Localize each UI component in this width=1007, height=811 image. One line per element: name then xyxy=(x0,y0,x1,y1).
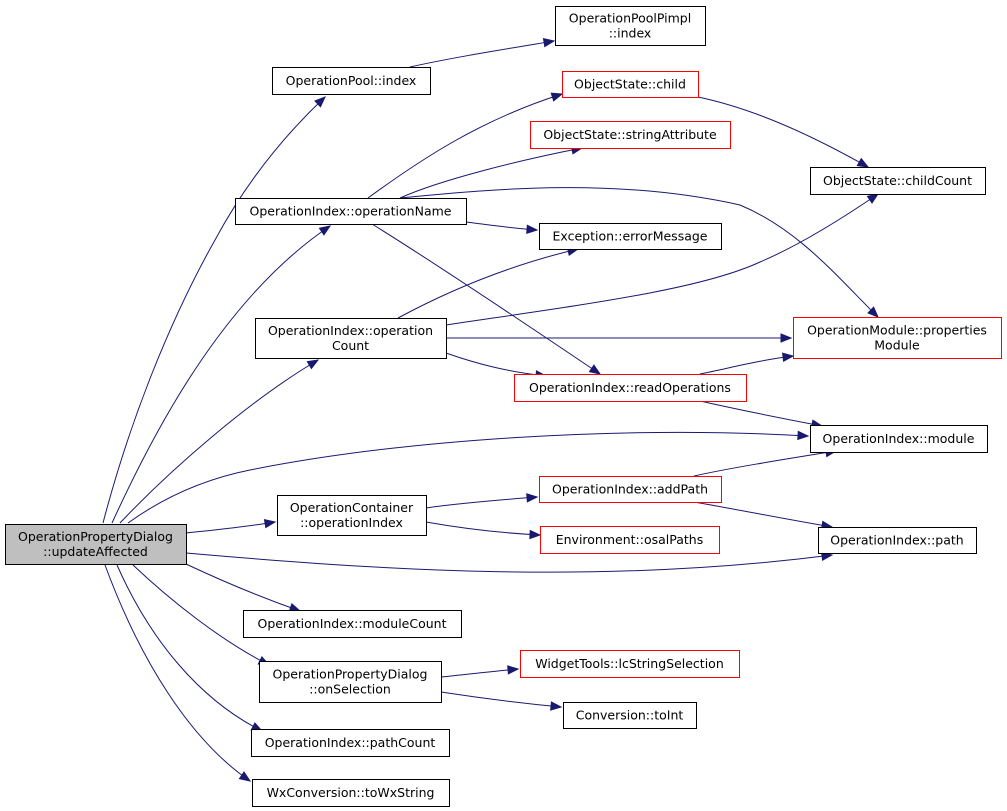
node-oi_path[interactable]: OperationIndex::path xyxy=(818,527,977,554)
node-label: ::operationIndex xyxy=(300,515,403,530)
node-label: OperationModule::properties xyxy=(807,323,987,338)
node-conv_toint[interactable]: Conversion::toInt xyxy=(563,702,697,729)
node-exc_errmsg[interactable]: Exception::errorMessage xyxy=(539,223,722,250)
node-label: OperationIndex::moduleCount xyxy=(257,616,446,631)
edge-opd_onsel-to-conv_toint xyxy=(440,691,563,711)
node-root[interactable]: OperationPropertyDialog::updateAffected xyxy=(5,524,187,565)
edge-oi_addpath-to-oi_path xyxy=(693,501,834,530)
node-env_osal[interactable]: Environment::osalPaths xyxy=(540,526,720,554)
node-label: OperationIndex::module xyxy=(823,431,975,446)
edge-oi_readops-to-oi_module xyxy=(699,400,824,429)
node-oc_opindex[interactable]: OperationContainer::operationIndex xyxy=(277,495,427,536)
node-pool_index[interactable]: OperationPool::index xyxy=(272,67,431,95)
edge-oi_opname-to-os_child xyxy=(367,92,564,199)
node-os_child[interactable]: ObjectState::child xyxy=(562,71,699,98)
node-label: Exception::errorMessage xyxy=(553,229,708,244)
edge-root-to-oc_opindex xyxy=(185,519,277,534)
node-wx_towx[interactable]: WxConversion::toWxString xyxy=(252,779,450,807)
edge-root-to-oi_path xyxy=(185,551,834,573)
node-label: ::onSelection xyxy=(309,682,391,697)
edge-os_child-to-os_childcount xyxy=(697,96,870,168)
edge-oi_opname-to-exc_errmsg xyxy=(465,221,539,234)
node-os_strattr[interactable]: ObjectState::stringAttribute xyxy=(530,121,731,149)
edge-root-to-pool_index xyxy=(102,96,326,524)
node-label: OperationPoolPimpl xyxy=(569,11,691,26)
node-label: OperationIndex::path xyxy=(830,533,963,548)
node-label: Module xyxy=(874,338,920,353)
node-label: ObjectState::child xyxy=(574,77,686,92)
edge-oi_readops-to-om_propmod xyxy=(699,352,795,375)
node-oi_addpath[interactable]: OperationIndex::addPath xyxy=(539,476,722,503)
edge-oi_opname-to-oi_readops xyxy=(371,223,602,375)
node-label: OperationIndex::operation xyxy=(268,323,433,338)
node-label: OperationPool::index xyxy=(286,73,417,88)
edge-oi_opcount-to-os_childcount xyxy=(445,193,880,326)
edge-pool_index-to-pimpl_index xyxy=(409,38,556,68)
node-label: WidgetTools::lcStringSelection xyxy=(535,656,724,671)
edge-root-to-wx_towx xyxy=(104,564,252,782)
node-label: OperationIndex::operationName xyxy=(250,204,452,219)
node-os_childcount[interactable]: ObjectState::childCount xyxy=(810,167,986,195)
node-oi_module[interactable]: OperationIndex::module xyxy=(810,425,988,453)
edge-root-to-oi_modcount xyxy=(185,563,302,613)
node-label: OperationIndex::addPath xyxy=(552,482,708,497)
node-oi_readops[interactable]: OperationIndex::readOperations xyxy=(514,374,747,402)
node-label: OperationPropertyDialog xyxy=(18,529,173,544)
edge-oc_opindex-to-env_osal xyxy=(425,521,542,540)
node-oi_opname[interactable]: OperationIndex::operationName xyxy=(235,198,467,225)
edge-oi_opname-to-om_propmod xyxy=(399,187,879,318)
edge-opd_onsel-to-wt_lcstr xyxy=(440,665,520,678)
edge-root-to-oi_opname xyxy=(111,225,332,524)
node-label: OperationPropertyDialog xyxy=(273,667,428,682)
node-opd_onsel[interactable]: OperationPropertyDialog::onSelection xyxy=(259,661,442,703)
node-oi_pathcount[interactable]: OperationIndex::pathCount xyxy=(251,729,450,757)
edge-root-to-oi_pathcount xyxy=(116,564,264,732)
node-label: OperationIndex::readOperations xyxy=(529,380,731,395)
node-label: ObjectState::childCount xyxy=(823,173,972,188)
node-label: Environment::osalPaths xyxy=(556,532,704,547)
node-label: ::index xyxy=(609,26,652,41)
node-oi_modcount[interactable]: OperationIndex::moduleCount xyxy=(243,610,462,638)
node-label: Conversion::toInt xyxy=(576,708,684,723)
edge-oc_opindex-to-oi_addpath xyxy=(425,493,539,509)
node-label: ObjectState::stringAttribute xyxy=(543,127,717,142)
node-label: OperationContainer xyxy=(290,500,414,515)
node-label: ::updateAffected xyxy=(43,544,148,559)
nodes-layer: OperationPropertyDialog::updateAffectedO… xyxy=(5,6,1002,807)
node-wt_lcstr[interactable]: WidgetTools::lcStringSelection xyxy=(520,650,740,678)
node-pimpl_index[interactable]: OperationPoolPimpl::index xyxy=(555,6,706,46)
edge-root-to-oi_opcount xyxy=(119,359,320,524)
node-label: OperationIndex::pathCount xyxy=(265,735,436,750)
edges-layer xyxy=(102,38,880,782)
edge-root-to-oi_module xyxy=(127,430,810,524)
node-label: Count xyxy=(332,338,369,353)
node-label: WxConversion::toWxString xyxy=(267,785,435,800)
edge-oi_opcount-to-om_propmod xyxy=(445,333,793,343)
